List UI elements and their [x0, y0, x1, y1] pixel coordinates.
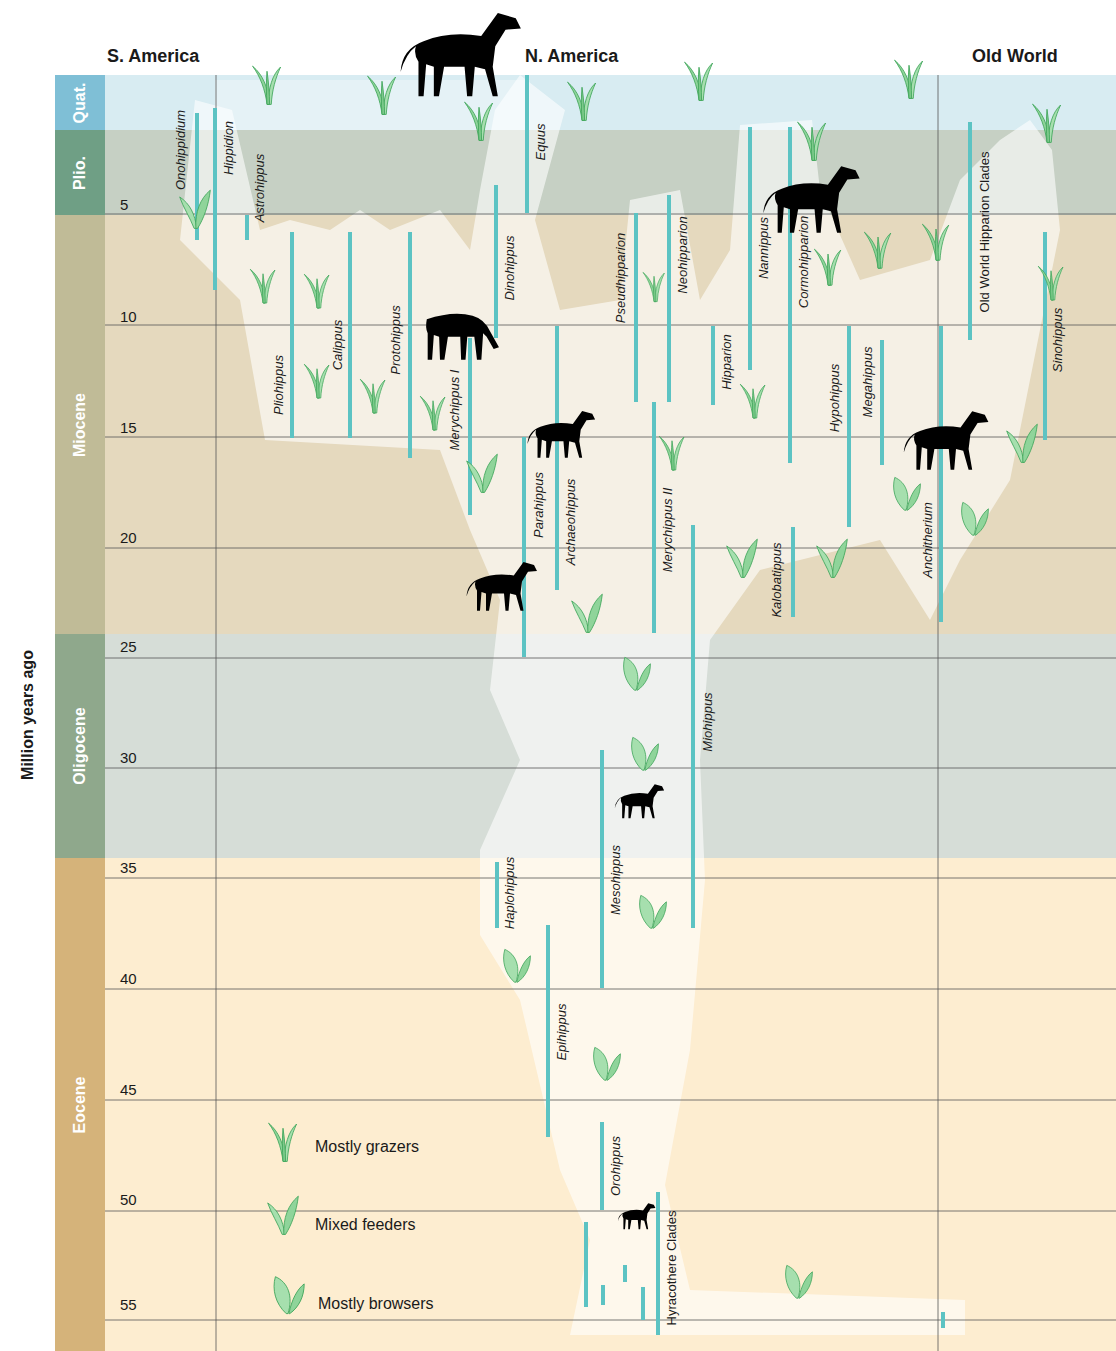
genus-name: Hipparion — [720, 334, 734, 390]
genus-name: Pseudhipparion — [614, 233, 628, 323]
genus-name: Haplohippus — [503, 857, 517, 929]
axis-tick: 15 — [120, 420, 137, 437]
axis-tick: 35 — [120, 860, 137, 877]
genus-name: Protohippus — [389, 305, 403, 374]
genus-name: Mesohippus — [609, 845, 623, 915]
epoch-band: Miocene — [55, 215, 105, 634]
genus-name: Astrohippus — [253, 154, 267, 223]
genus-name: Calippus — [331, 320, 345, 371]
genus-name: Merychippus I — [448, 370, 462, 451]
genus-name: Hyracothere Clades — [665, 1211, 679, 1326]
epoch-name: Quat. — [71, 82, 89, 123]
genus-name: Archaeohippus — [564, 479, 578, 566]
epoch-name: Eocene — [71, 1076, 89, 1133]
region-header: N. America — [525, 47, 618, 67]
genus-name: Miohippus — [701, 692, 715, 751]
region-header: S. America — [107, 47, 199, 67]
axis-tick: 5 — [120, 197, 128, 214]
genus-name: Onohippidium — [174, 110, 188, 190]
genus-name: Cormohipparion — [797, 216, 811, 309]
genus-name: Neohipparion — [676, 216, 690, 293]
genus-name: Hippidion — [222, 121, 236, 175]
genus-name: Dinohippus — [503, 235, 517, 300]
genus-name: Hypohippus — [828, 364, 842, 433]
axis-tick: 10 — [120, 309, 137, 326]
genus-name: Old World Hipparion Clades — [978, 152, 992, 313]
epoch-name: Oligocene — [71, 707, 89, 784]
genus-name: Parahippus — [532, 472, 546, 538]
legend-text: Mostly grazers — [315, 1138, 419, 1156]
genus-name: Merychippus II — [661, 488, 675, 573]
axis-tick: 55 — [120, 1297, 137, 1314]
genus-name: Equus — [534, 124, 548, 161]
genus-name: Kalobatippus — [770, 542, 784, 617]
genus-name: Pliohippus — [272, 355, 286, 415]
epoch-name: Plio. — [71, 156, 89, 190]
axis-tick: 20 — [120, 530, 137, 547]
epoch-name: Miocene — [71, 392, 89, 456]
genus-name: Megahippus — [861, 347, 875, 418]
genus-name: Epihippus — [555, 1003, 569, 1060]
epoch-band: Plio. — [55, 130, 105, 215]
legend-text: Mixed feeders — [315, 1216, 416, 1234]
genus-name: Nannippus — [757, 217, 771, 279]
horse-silhouettes — [401, 13, 989, 1229]
axis-tick: 25 — [120, 639, 137, 656]
axis-title: Million years ago — [19, 650, 37, 780]
genus-name: Anchitherium — [921, 502, 935, 578]
axis-tick: 45 — [120, 1082, 137, 1099]
epoch-band: Eocene — [55, 858, 105, 1351]
genus-name: Orohippus — [609, 1136, 623, 1196]
epoch-band: Oligocene — [55, 634, 105, 858]
epoch-band: Quat. — [55, 75, 105, 130]
region-header: Old World — [972, 47, 1058, 67]
genus-name: Sinohippus — [1051, 308, 1065, 372]
axis-tick: 40 — [120, 971, 137, 988]
axis-tick: 50 — [120, 1192, 137, 1209]
legend-text: Mostly browsers — [318, 1295, 434, 1313]
axis-tick: 30 — [120, 750, 137, 767]
